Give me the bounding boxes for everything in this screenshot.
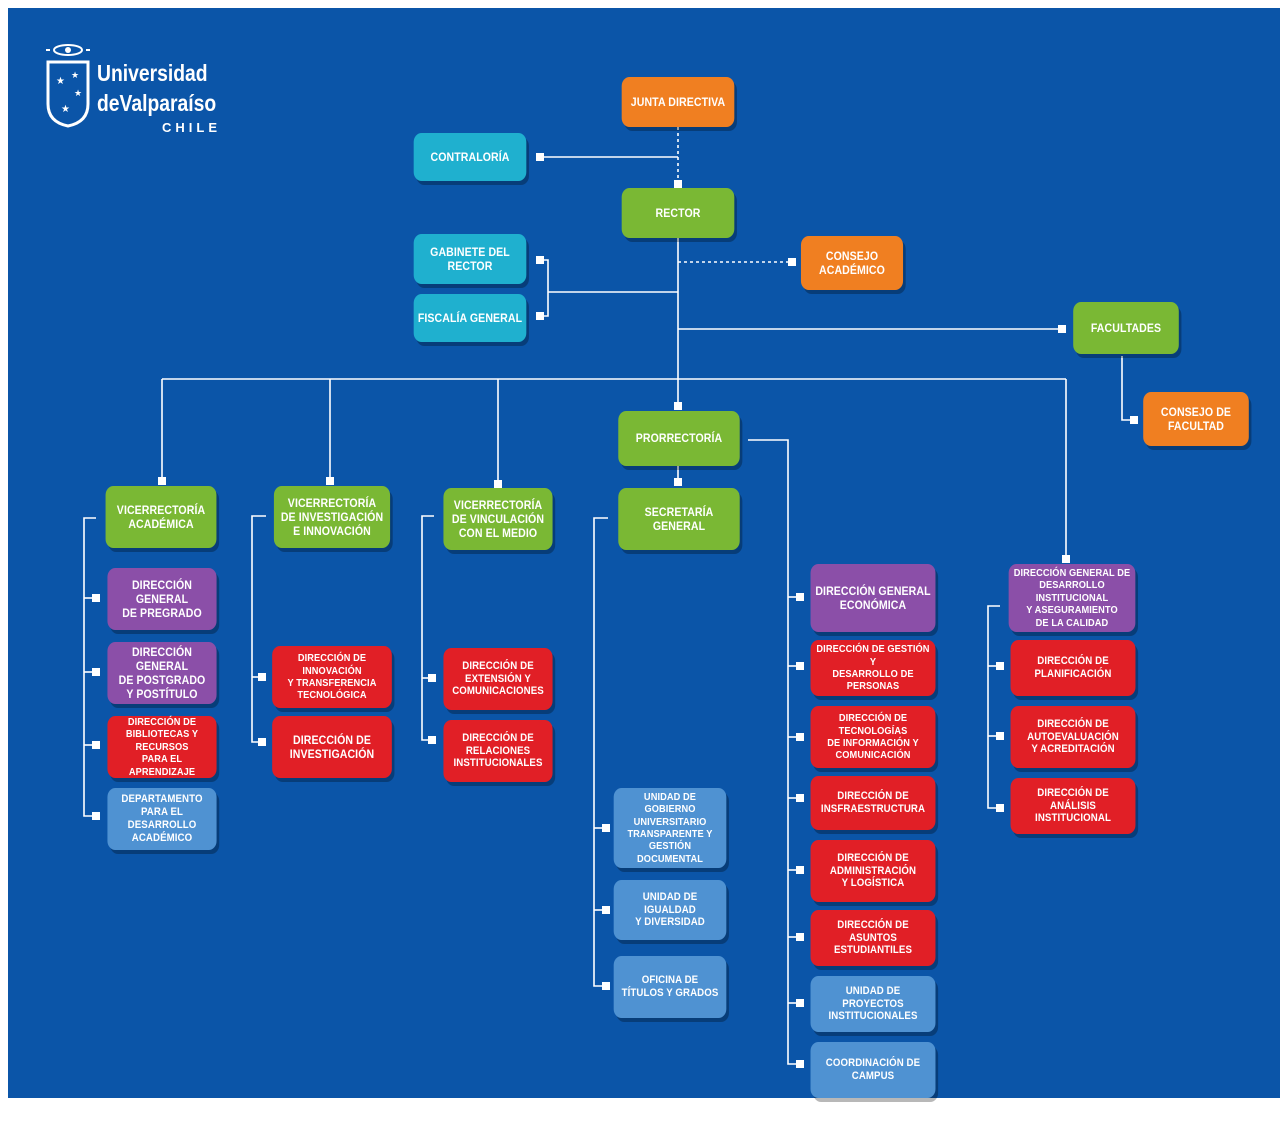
connector-dot <box>796 733 804 741</box>
connector-dot <box>258 673 266 681</box>
university-logo: ★ ★ ★ ★ Universidad deValparaíso CHILE <box>40 38 240 138</box>
node-consejo-academico[interactable]: CONSEJO ACADÉMICO <box>800 236 904 290</box>
connector-dot <box>1058 325 1066 333</box>
node-vicerrectoria-vinculacion[interactable]: VICERRECTORÍA DE VINCULACIÓN CON EL MEDI… <box>443 488 553 550</box>
node-dir-autoevaluacion[interactable]: DIRECCIÓN DE AUTOEVALUACIÓN Y ACREDITACI… <box>1010 706 1136 768</box>
node-consejo-facultad[interactable]: CONSEJO DE FACULTAD <box>1143 392 1249 446</box>
node-oficina-titulos[interactable]: OFICINA DE TÍTULOS Y GRADOS <box>613 956 727 1018</box>
node-rector[interactable]: RECTOR <box>621 188 735 238</box>
line-col-vin <box>251 515 266 743</box>
connector-dot <box>996 804 1004 812</box>
node-junta-directiva[interactable]: JUNTA DIRECTIVA <box>621 77 735 127</box>
svg-text:★: ★ <box>74 89 82 99</box>
node-depto-desarrollo[interactable]: DEPARTAMENTO PARA EL DESARROLLO ACADÉMIC… <box>107 788 217 850</box>
node-dir-analisis[interactable]: DIRECCIÓN DE ANÁLISIS INSTITUCIONAL <box>1010 778 1136 834</box>
node-gabinete-rector[interactable]: GABINETE DEL RECTOR <box>413 234 527 284</box>
connector-dot <box>92 741 100 749</box>
node-secretaria-general[interactable]: SECRETARÍA GENERAL <box>618 488 740 550</box>
node-dir-investigacion[interactable]: DIRECCIÓN DE INVESTIGACIÓN <box>272 716 392 778</box>
node-dir-planificacion[interactable]: DIRECCIÓN DE PLANIFICACIÓN <box>1010 640 1136 696</box>
node-facultades[interactable]: FACULTADES <box>1073 302 1179 354</box>
node-dg-economica[interactable]: DIRECCIÓN GENERAL ECONÓMICA <box>810 564 936 632</box>
node-dir-innovacion[interactable]: DIRECCIÓN DE INNOVACIÓN Y TRANSFERENCIA … <box>272 646 392 708</box>
connector-dot <box>602 982 610 990</box>
node-dir-tecnologias[interactable]: DIRECCIÓN DE TECNOLOGÍAS DE INFORMACIÓN … <box>810 706 936 768</box>
connector-dot <box>674 402 682 410</box>
node-dir-infraestructura[interactable]: DIRECCIÓN DE INSFRAESTRUCTURA <box>810 776 936 830</box>
node-dir-administracion[interactable]: DIRECCIÓN DE ADMINISTRACIÓN Y LOGÍSTICA <box>810 840 936 902</box>
connector-dot <box>92 668 100 676</box>
connector-dot <box>536 153 544 161</box>
node-dir-estudiantiles[interactable]: DIRECCIÓN DE ASUNTOS ESTUDIANTILES <box>810 910 936 966</box>
line-col-vac <box>83 517 96 817</box>
line-col-sg <box>593 517 608 987</box>
node-dg-pregrado[interactable]: DIRECCIÓN GENERAL DE PREGRADO <box>107 568 217 630</box>
node-prorrectoria[interactable]: PRORRECTORÍA <box>618 411 740 466</box>
node-dir-extension[interactable]: DIRECCIÓN DE EXTENSIÓN Y COMUNICACIONES <box>443 648 553 710</box>
svg-text:★: ★ <box>56 76 65 87</box>
connector-dot <box>602 906 610 914</box>
node-coordinacion-campus[interactable]: COORDINACIÓN DE CAMPUS <box>810 1042 936 1098</box>
connector-dot <box>92 594 100 602</box>
connector-dot <box>536 312 544 320</box>
connector-dot <box>428 736 436 744</box>
node-vicerrectoria-investigacion[interactable]: VICERRECTORÍA DE INVESTIGACIÓN E INNOVAC… <box>273 486 391 548</box>
connector-dot <box>796 933 804 941</box>
node-unidad-igualdad[interactable]: UNIDAD DE IGUALDAD Y DIVERSIDAD <box>613 880 727 940</box>
connector-dot <box>796 866 804 874</box>
connector-dot <box>796 662 804 670</box>
line-gabinete-fiscalia <box>540 259 549 317</box>
node-unidad-gobierno[interactable]: UNIDAD DE GOBIERNO UNIVERSITARIO TRANSPA… <box>613 788 727 868</box>
node-dg-desarrollo-institucional[interactable]: DIRECCIÓN GENERAL DE DESARROLLO INSTITUC… <box>1008 564 1136 632</box>
shield-icon: ★ ★ ★ ★ <box>46 44 90 128</box>
node-dir-relaciones[interactable]: DIRECCIÓN DE RELACIONES INSTITUCIONALES <box>443 720 553 782</box>
line-prorrectoria-column <box>748 439 800 1065</box>
node-dg-postgrado[interactable]: DIRECCIÓN GENERAL DE POSTGRADO Y POSTÍTU… <box>107 642 217 704</box>
logo-line-2: deValparaíso <box>97 90 217 116</box>
logo-line-1: Universidad <box>97 60 208 86</box>
connector-dot <box>602 824 610 832</box>
connector-dot <box>796 593 804 601</box>
node-contraloria[interactable]: CONTRALORÍA <box>413 133 527 181</box>
connector-dot <box>258 738 266 746</box>
connector-dot <box>1130 416 1138 424</box>
connector-dot <box>428 674 436 682</box>
connector-dot <box>796 1060 804 1068</box>
connector-dot <box>796 794 804 802</box>
connector-dot <box>158 477 166 485</box>
connector-dot <box>796 999 804 1007</box>
connector-dot <box>674 478 682 486</box>
line-col-dgdi <box>987 605 1000 809</box>
node-unidad-proyectos[interactable]: UNIDAD DE PROYECTOS INSTITUCIONALES <box>810 976 936 1032</box>
node-dir-personas[interactable]: DIRECCIÓN DE GESTIÓN Y DESARROLLO DE PER… <box>810 640 936 696</box>
connector-dot <box>326 477 334 485</box>
node-fiscalia-general[interactable]: FISCALÍA GENERAL <box>413 294 527 342</box>
connector-dot <box>788 258 796 266</box>
line-col-vvm <box>421 515 434 741</box>
svg-text:★: ★ <box>61 104 70 115</box>
svg-text:★: ★ <box>71 71 79 81</box>
connector-dot <box>92 812 100 820</box>
connector-dot <box>996 662 1004 670</box>
node-dir-bibliotecas[interactable]: DIRECCIÓN DE BIBLIOTECAS Y RECURSOS PARA… <box>107 716 217 778</box>
connector-dot <box>536 256 544 264</box>
line-consejo-facultad <box>1121 356 1134 421</box>
connector-dot <box>674 180 682 188</box>
logo-line-3: CHILE <box>162 120 221 135</box>
connector-dot <box>494 480 502 488</box>
connector-dot <box>1062 555 1070 563</box>
connector-dot <box>996 732 1004 740</box>
node-vicerrectoria-academica[interactable]: VICERRECTORÍA ACADÉMICA <box>105 486 217 548</box>
